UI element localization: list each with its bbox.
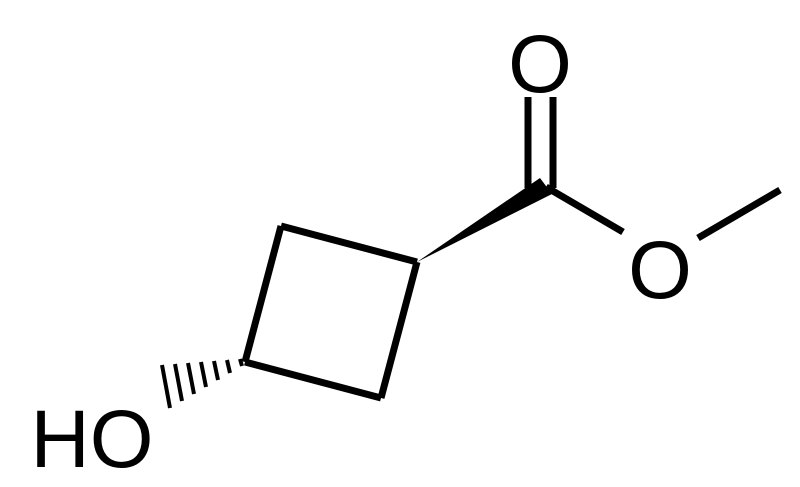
ester-bond (544, 183, 625, 236)
carbonyl-double-bond (524, 97, 557, 188)
ring-bond-bottom (244, 358, 382, 402)
hash-line (160, 364, 172, 409)
hash-line (238, 358, 244, 367)
hash-line (212, 360, 220, 381)
hash-line (173, 363, 184, 402)
ester-oxygen-label: O (628, 225, 692, 316)
carbonyl-oxygen-label: O (508, 19, 572, 110)
hash-line (225, 359, 232, 374)
hash-line (199, 361, 208, 388)
methyl-bond (696, 186, 782, 242)
cyclobutane-ring (241, 222, 421, 402)
hash-line (186, 362, 196, 395)
ring-bond-right (377, 261, 421, 399)
hydroxyl-label: HO (31, 394, 154, 485)
ring-bond-left (241, 225, 285, 363)
wedge-bond (417, 178, 552, 262)
hashed-bond (160, 358, 244, 409)
ring-bond-top (280, 222, 418, 266)
